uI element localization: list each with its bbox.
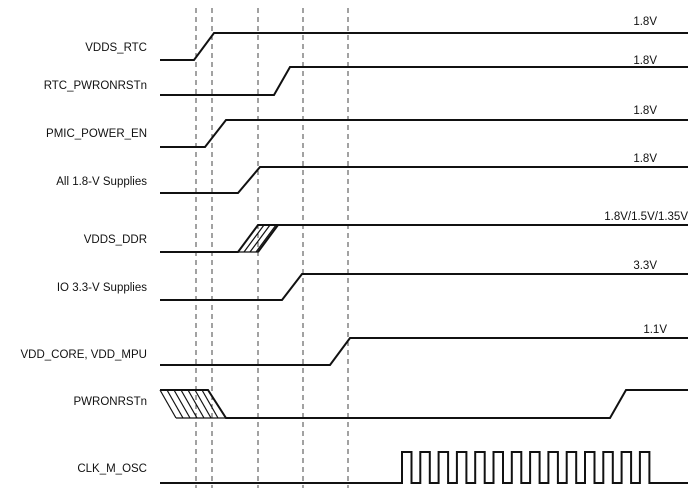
signal-label: PMIC_POWER_EN [46,128,147,140]
signal-waveform [160,32,688,61]
signal-label: RTC_PWRONRSTn [44,80,147,92]
voltage-label: 1.8V [633,153,657,165]
signal-label: IO 3.3-V Supplies [57,282,147,294]
signal-row-pmic-power-en: PMIC_POWER_EN 1.8V [46,105,688,148]
signal-waveform [160,119,688,148]
ddr-transition-hatch [238,224,279,253]
voltage-label: 1.8V [633,105,657,117]
signal-row-vdds-rtc: VDDS_RTC 1.8V [85,16,688,61]
timing-guides [195,8,349,488]
signal-waveform [160,337,688,366]
signal-label: PWRONRSTn [74,396,147,408]
voltage-label: 1.1V [643,324,667,336]
voltage-label: 1.8V [633,16,657,28]
voltage-label: 3.3V [633,260,657,272]
signal-label: VDD_CORE, VDD_MPU [20,349,147,361]
signal-row-all-1v8-supplies: All 1.8-V Supplies 1.8V [56,153,688,194]
clock-waveform [160,451,688,484]
signal-label: VDDS_RTC [85,42,147,54]
signal-waveform [160,66,688,96]
signal-waveform [160,224,688,253]
signal-row-vdd-core-mpu: VDD_CORE, VDD_MPU 1.1V [20,324,688,366]
signal-row-vdds-ddr: VDDS_DDR 1.8V/1.5V/1.35V [84,211,688,253]
pwronrstn-undefined-hatch [159,389,226,419]
voltage-label: 1.8V [633,55,657,67]
signal-row-io-3v3-supplies: IO 3.3-V Supplies 3.3V [57,260,688,301]
signal-row-pwronrstn: PWRONRSTn [74,389,688,419]
voltage-label: 1.8V/1.5V/1.35V [604,211,688,223]
signal-row-rtc-pwronrstn: RTC_PWRONRSTn 1.8V [44,55,688,96]
signal-row-clk-m-osc: CLK_M_OSC [77,451,688,484]
signal-label: CLK_M_OSC [77,463,147,475]
signal-label: VDDS_DDR [84,234,147,246]
signal-label: All 1.8-V Supplies [56,176,147,188]
signal-waveform [160,273,688,301]
signal-waveform [160,389,688,419]
signal-waveform [160,166,688,194]
